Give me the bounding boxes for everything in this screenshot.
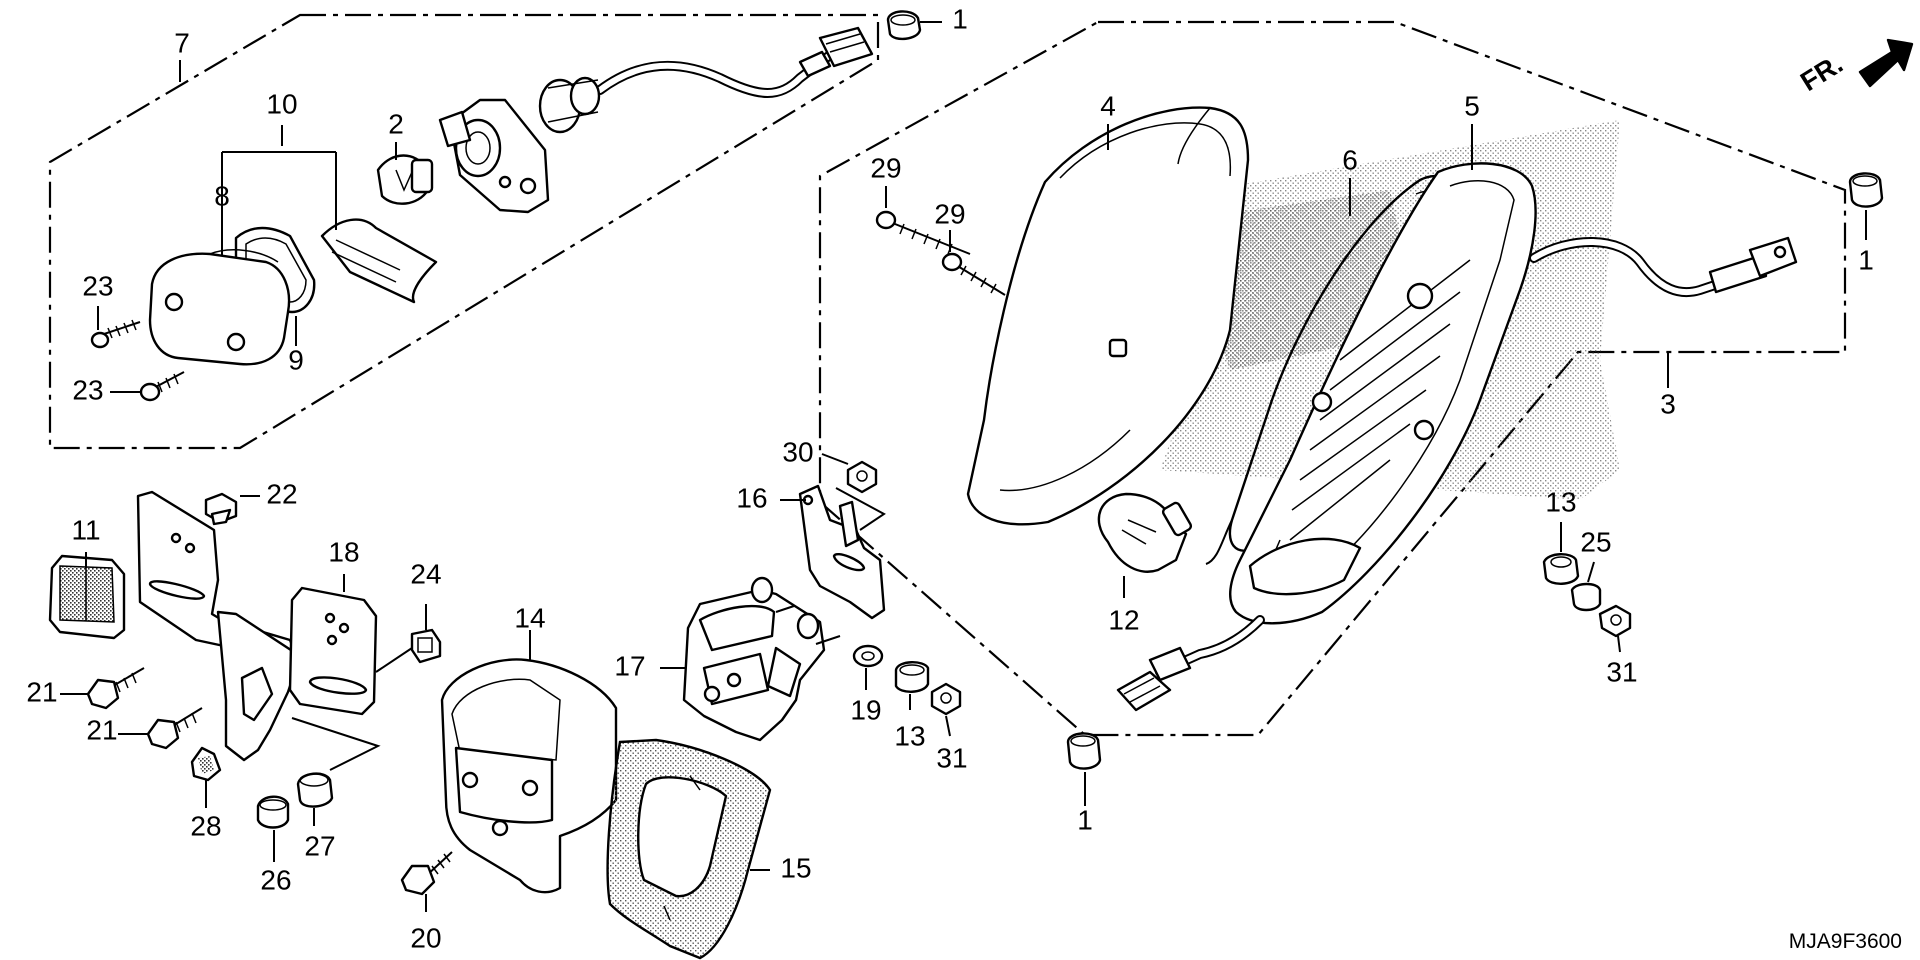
callout-10: 10 <box>266 88 297 119</box>
stay-17 <box>682 576 841 742</box>
callout-19: 19 <box>850 694 881 725</box>
screw-23b <box>139 371 185 402</box>
callout-28: 28 <box>190 810 221 841</box>
callout-13-right: 13 <box>1545 486 1576 517</box>
tail-light-bottom-connector <box>1116 615 1265 712</box>
callout-23-b: 23 <box>72 374 103 405</box>
license-plate-bracket-18 <box>288 586 378 716</box>
callout-15: 15 <box>780 852 811 883</box>
callout-21-b: 21 <box>86 714 117 745</box>
callout-11: 11 <box>71 514 100 545</box>
callout-31-right: 31 <box>1606 656 1637 687</box>
bolt-20 <box>400 851 453 896</box>
callout-1-top: 1 <box>952 3 968 34</box>
license-light-bulb <box>376 154 434 205</box>
diagram-code: MJA9F3600 <box>1789 930 1902 953</box>
callout-13-mid: 13 <box>894 720 925 751</box>
grommet-1-bottom <box>1066 732 1102 770</box>
callout-5: 5 <box>1464 90 1480 121</box>
callout-26: 26 <box>260 864 291 895</box>
callout-9: 9 <box>288 344 304 375</box>
callout-24: 24 <box>410 558 441 589</box>
tail-light-housing <box>1229 162 1537 625</box>
clip-nut-24 <box>410 628 442 664</box>
tail-light-bulb <box>1097 492 1193 573</box>
license-bracket-arm <box>216 610 302 762</box>
collar-19 <box>852 644 884 668</box>
grommet-13-mid <box>894 661 930 693</box>
callout-21-a: 21 <box>26 676 57 707</box>
callout-1-right: 1 <box>1858 244 1874 275</box>
callout-7: 7 <box>174 27 190 58</box>
callout-20: 20 <box>410 922 441 953</box>
callout-31-mid: 31 <box>936 742 967 773</box>
grommet-27 <box>296 772 334 808</box>
collar-25 <box>1570 582 1602 612</box>
screw-29b <box>941 252 1006 296</box>
callout-23-a: 23 <box>82 270 113 301</box>
tail-light-group-outline <box>818 20 1847 737</box>
callout-2: 2 <box>388 108 404 139</box>
callout-1-bottom: 1 <box>1077 804 1093 835</box>
license-light-socket-housing <box>438 98 550 214</box>
license-light-harness <box>538 26 874 134</box>
stay-16 <box>798 484 886 620</box>
callout-14: 14 <box>514 602 545 633</box>
callout-4: 4 <box>1100 90 1116 121</box>
callout-27: 27 <box>304 830 335 861</box>
callout-30: 30 <box>782 436 813 467</box>
bolt-21b <box>146 707 203 750</box>
license-light-cover-14 <box>440 658 618 894</box>
callout-29-b: 29 <box>934 198 965 229</box>
collar-26 <box>256 795 290 829</box>
callout-18: 18 <box>328 536 359 567</box>
callout-12: 12 <box>1108 604 1139 635</box>
front-direction-label: FR. <box>1795 49 1848 97</box>
callout-17: 17 <box>614 650 645 681</box>
bolt-22 <box>204 492 238 526</box>
callout-22: 22 <box>266 478 297 509</box>
callout-25: 25 <box>1580 526 1611 557</box>
license-light-group-outline <box>48 13 880 450</box>
grommet-1-right <box>1848 172 1884 208</box>
callout-3: 3 <box>1660 388 1676 419</box>
bolt-21a <box>86 667 145 710</box>
grommet-13-right <box>1542 553 1580 585</box>
license-cover-gasket-15 <box>606 738 772 960</box>
tail-light-harness <box>1529 236 1798 298</box>
grommet-1-top <box>886 10 922 41</box>
screw-29a <box>875 210 971 255</box>
license-light-lens <box>320 218 438 304</box>
callout-29-a: 29 <box>870 152 901 183</box>
callout-6: 6 <box>1342 144 1358 175</box>
front-direction-icon: FR. <box>1795 38 1914 97</box>
callout-16: 16 <box>736 482 767 513</box>
nut-30 <box>846 460 878 494</box>
callout-labels: 1 1 1 7 10 8 9 2 23 23 4 5 6 29 29 3 12 … <box>26 3 1873 953</box>
leader-lines <box>60 21 1867 912</box>
nut-31-right <box>1598 604 1632 638</box>
nut-31-mid <box>930 682 962 716</box>
reflector-11 <box>48 554 126 640</box>
tail-light-lens <box>966 106 1250 526</box>
license-light-housing <box>148 249 291 366</box>
nut-28 <box>190 746 222 782</box>
callout-8: 8 <box>214 180 230 211</box>
screw-23a <box>90 319 141 349</box>
